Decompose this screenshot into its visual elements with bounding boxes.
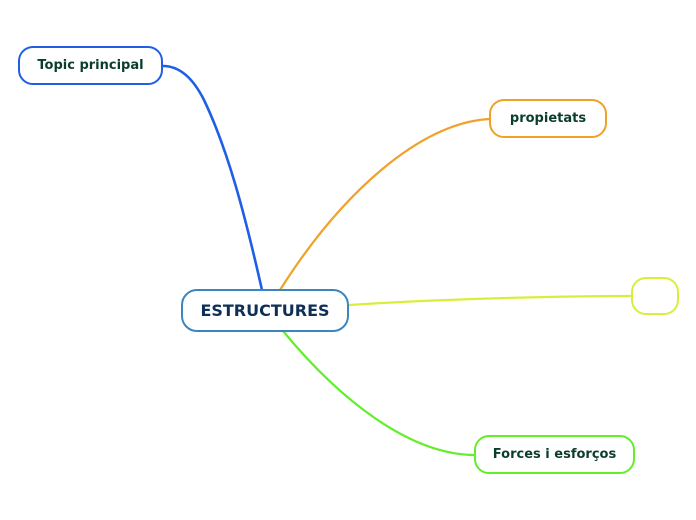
topic-node-forces-esforcos[interactable]: Forces i esforços [474, 435, 635, 474]
topic-label: Topic principal [37, 58, 144, 73]
topic-node-propietats[interactable]: propietats [489, 99, 607, 138]
central-topic-label: ESTRUCTURES [200, 301, 330, 320]
topic-node-empty[interactable] [631, 277, 679, 315]
connector-propietats [278, 117, 492, 292]
connector-empty-topic [347, 294, 634, 307]
connector-topic-principal [161, 64, 264, 292]
central-topic-node[interactable]: ESTRUCTURES [181, 289, 349, 332]
connector-forces-esforcos [281, 329, 477, 457]
topic-node-topic-principal[interactable]: Topic principal [18, 46, 163, 85]
topic-label: Forces i esforços [492, 447, 617, 462]
topic-label: propietats [509, 111, 587, 126]
